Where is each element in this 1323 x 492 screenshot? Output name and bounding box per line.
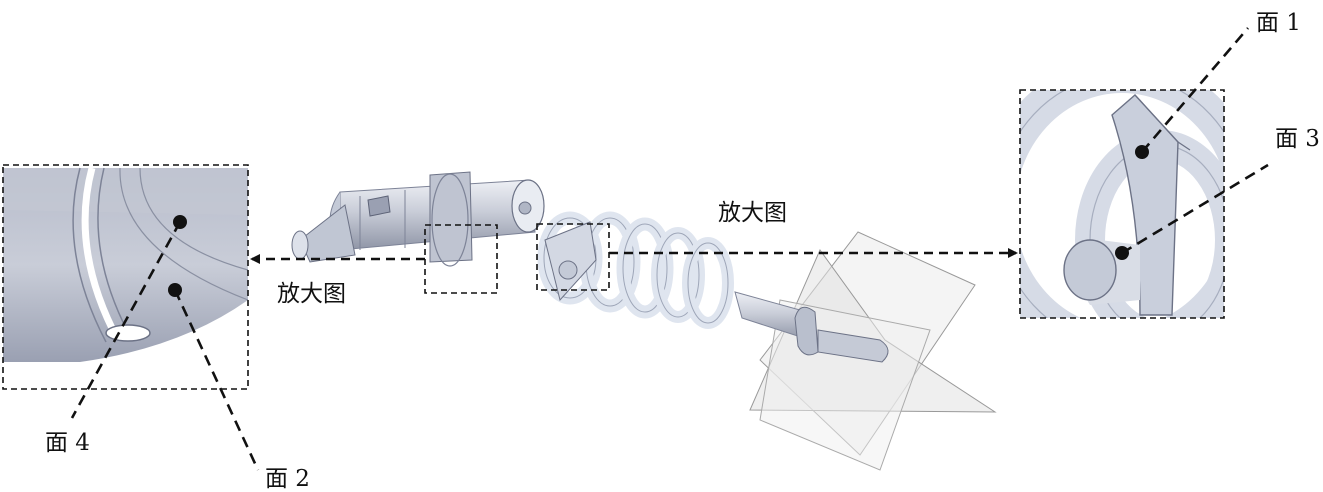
leader-face4 (70, 221, 182, 419)
label-face3: 面 3 (1275, 126, 1320, 152)
leader-lines (70, 27, 1269, 471)
detail-box-right (536, 223, 610, 291)
leader-face3 (1121, 163, 1269, 255)
right-zoom-frame (1019, 89, 1225, 319)
label-zoom-left: 放大图 (277, 281, 346, 307)
left-zoom-frame (2, 164, 249, 390)
left-zoom-view (2, 164, 249, 390)
face3-point (1115, 246, 1129, 260)
label-zoom-right: 放大图 (718, 200, 787, 226)
face4-point (173, 215, 187, 229)
hole-icon (105, 324, 151, 342)
leader-face1 (1141, 27, 1249, 153)
face2-point (168, 283, 182, 297)
label-face1: 面 1 (1256, 10, 1301, 36)
label-face2: 面 2 (265, 466, 310, 492)
shock-absorber-model (291, 171, 997, 471)
right-zoom-view (1019, 89, 1225, 319)
label-face4: 面 4 (45, 430, 90, 456)
leader-face2 (173, 289, 260, 471)
face1-point (1135, 145, 1149, 159)
